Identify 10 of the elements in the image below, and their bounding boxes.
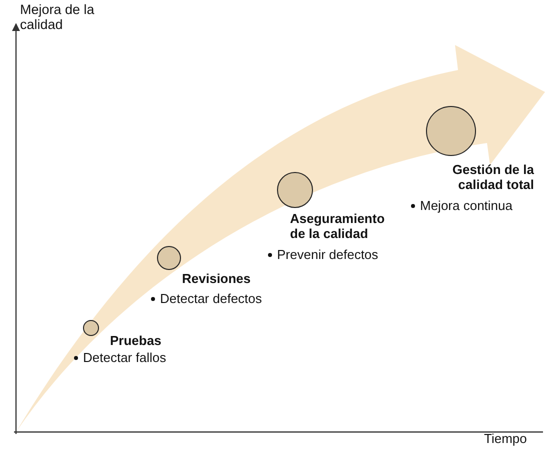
stage-item: Detectar defectos [160,291,262,306]
axis-label: Tiempo [484,431,527,446]
axis-label: Mejora de la calidad [20,2,96,32]
stage-heading: Gestión de la calidad total [451,162,534,192]
stage-heading: Revisiones [182,271,252,286]
stage-item: Mejora continua [420,198,512,213]
stage-item: Prevenir defectos [277,247,378,262]
stage-heading: Pruebas [110,333,162,348]
stage-heading: Aseguramiento de la calidad [290,211,386,241]
stage-item: Detectar fallos [83,350,166,365]
